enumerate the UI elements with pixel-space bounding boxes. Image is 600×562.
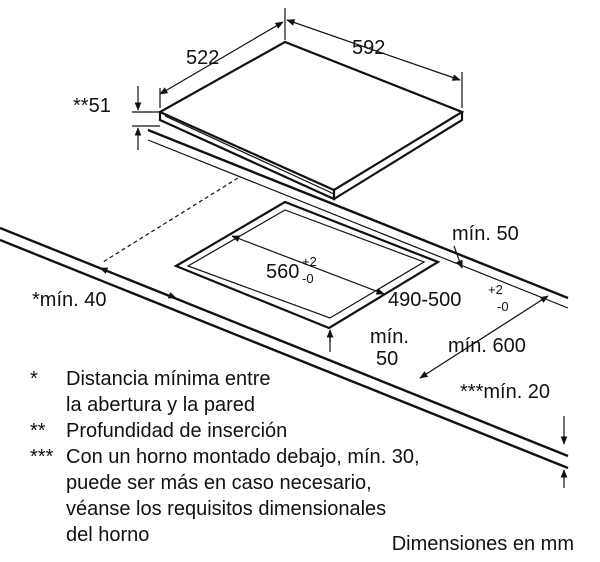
label-min-wall: *mín. 40: [32, 289, 106, 311]
worktop-back-edge-lower: [147, 139, 569, 309]
footnote-3: *** Con un horno montado debajo, mín. 30…: [30, 444, 590, 548]
label-min-worktop-thickness: ***mín. 20: [460, 381, 550, 403]
cutout-drawing: [173, 200, 441, 330]
dim-line-min-600: [419, 295, 549, 379]
footnote-text: Con un horno montado debajo, mín. 30, pu…: [66, 446, 420, 546]
hob-front-edge: [158, 112, 336, 201]
footnote-mark: *: [30, 368, 38, 390]
footnote-1: * Distancia mínima entre la abertura y l…: [30, 366, 590, 418]
label-min-back: mín. 50: [452, 223, 519, 245]
projection-dashed-line: [102, 177, 239, 263]
label-cutout-depth-tol-minus: -0: [497, 299, 509, 314]
dim-line-522: [159, 21, 284, 95]
label-min-worktop-depth: mín. 600: [448, 335, 526, 357]
label-cutout-depth-base: 490-500: [388, 289, 461, 311]
worktop-front-edge-lower: [0, 238, 569, 470]
worktop-back-edge: [147, 128, 569, 300]
label-cutout-depth-tol-plus: +2: [488, 282, 503, 297]
footnote-text: Distancia mínima entre la abertura y la …: [66, 368, 271, 416]
label-hob-depth: 522: [186, 47, 219, 69]
cutout-outer: [173, 200, 441, 330]
hob-glass-line: [164, 115, 335, 195]
cutout-inner: [186, 209, 426, 319]
footnote-mark: ***: [30, 446, 54, 468]
units-label: Dimensiones en mm: [391, 533, 574, 555]
label-hob-width: 592: [352, 37, 385, 59]
label-cutout-width-base: 560: [266, 261, 299, 283]
dim-line-592: [286, 19, 461, 81]
hob-right-edge: [333, 112, 464, 200]
insertion-depth-dimension: [132, 86, 160, 150]
footnote-text: Profundidad de inserción: [66, 420, 288, 442]
footnotes: * Distancia mínima entre la abertura y l…: [30, 366, 590, 548]
label-cutout-width-tol-plus: +2: [302, 254, 317, 269]
worktop-drawing: [0, 128, 569, 470]
label-min-front-line2: 50: [376, 348, 398, 370]
dim-line-wall-40: [99, 267, 177, 299]
label-insertion-depth: **51: [73, 95, 111, 117]
dim-line-560: [231, 235, 385, 295]
footnote-2: ** Profundidad de inserción: [30, 418, 590, 444]
cutout-dimension-lines: [99, 235, 568, 488]
worktop-front-edge: [0, 226, 569, 458]
label-cutout-width-tol-minus: -0: [302, 271, 314, 286]
label-min-front-line1: mín.: [370, 326, 409, 348]
dim-line-min-50-back: [453, 245, 463, 269]
footnote-mark: **: [30, 420, 46, 442]
hob-dimension-lines: [159, 8, 463, 108]
